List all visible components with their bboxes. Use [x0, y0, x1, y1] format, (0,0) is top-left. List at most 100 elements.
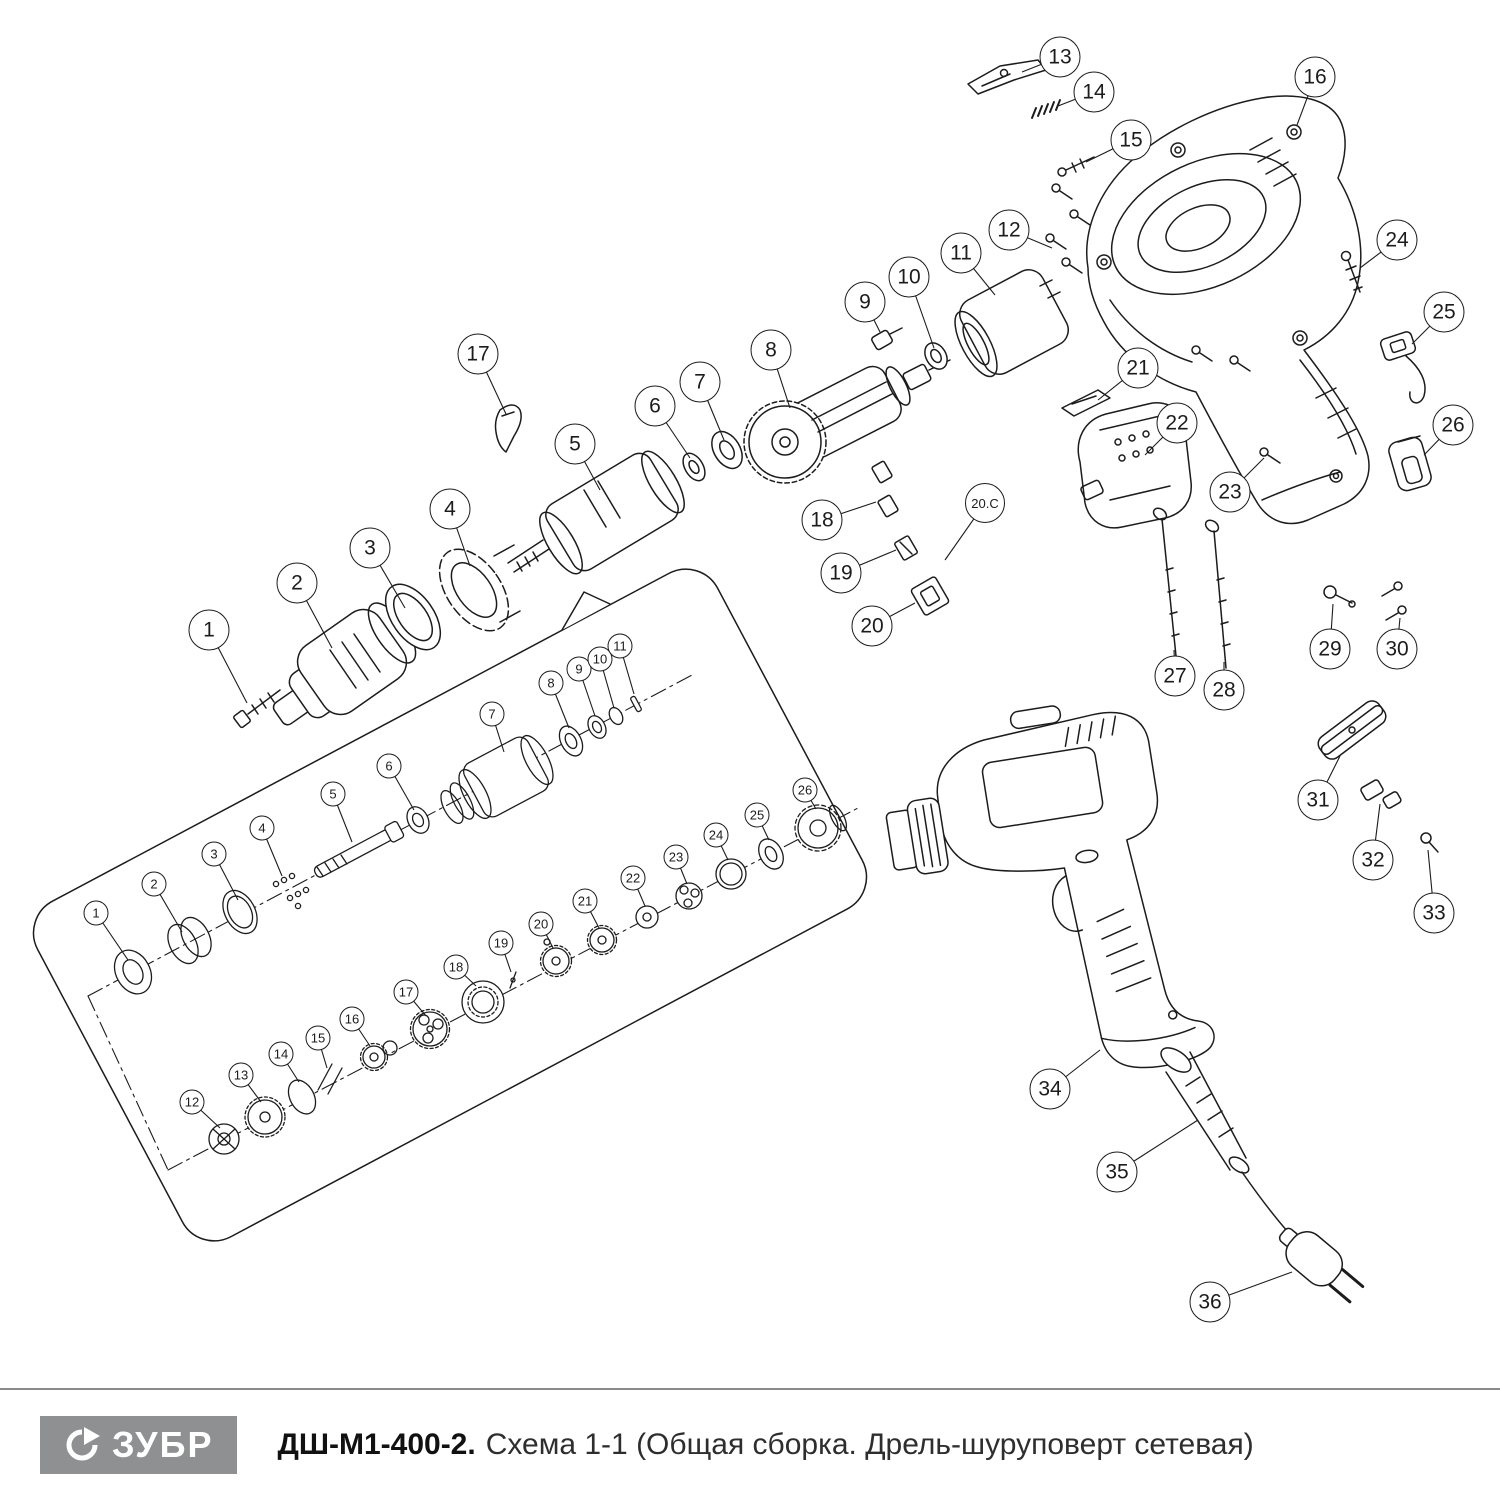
callout-24: 24: [703, 822, 729, 848]
callout-29: 29: [1309, 628, 1351, 670]
ring-3: [384, 583, 442, 651]
callout-20.C: 20.C: [965, 483, 1005, 523]
callout-34: 34: [1029, 1068, 1071, 1110]
callout-22: 22: [620, 865, 646, 891]
callout-9: 9: [844, 281, 886, 323]
callout-3: 3: [349, 527, 391, 569]
bit-holder-31: [1317, 700, 1387, 760]
callout-26: 26: [1432, 404, 1474, 446]
spring-14: [1031, 99, 1061, 119]
callout-23: 23: [1209, 471, 1251, 513]
callout-16: 16: [339, 1006, 365, 1032]
washer-6: [682, 452, 706, 482]
callout-22: 22: [1156, 402, 1198, 444]
bearing-10: [924, 342, 948, 370]
drill-side-view: [885, 705, 1215, 1069]
cord-clamp-26: [1388, 435, 1432, 492]
screw-33: [1420, 832, 1439, 853]
callout-10: 10: [587, 646, 613, 672]
callout-6: 6: [376, 753, 402, 779]
callout-13: 13: [1039, 36, 1081, 78]
callout-20: 20: [528, 911, 554, 937]
callout-21: 21: [572, 888, 598, 914]
callout-9: 9: [566, 656, 592, 682]
pinion-9: [871, 327, 903, 351]
cord-protector-35: [1160, 1047, 1250, 1174]
callout-10: 10: [888, 256, 930, 298]
title-caption: Схема 1-1 (Общая сборка. Дрель-шуруповер…: [485, 1428, 1254, 1461]
callout-13: 13: [228, 1062, 254, 1088]
callout-5: 5: [320, 781, 346, 807]
screw-15: [1057, 156, 1095, 177]
callout-36: 36: [1189, 1281, 1231, 1323]
cable-holder-25: [1379, 331, 1426, 404]
housing-screws: [1045, 183, 1281, 464]
callout-6: 6: [634, 385, 676, 427]
callout-12: 12: [179, 1089, 205, 1115]
callout-15: 15: [305, 1025, 331, 1051]
callout-23: 23: [663, 844, 689, 870]
callout-16: 16: [1294, 56, 1336, 98]
callout-8: 8: [538, 670, 564, 696]
callout-28: 28: [1203, 669, 1245, 711]
clutch-ring-4: [438, 544, 521, 632]
callout-14: 14: [1073, 71, 1115, 113]
diagram-title: ДШ-М1-400-2. Схема 1-1 (Общая сборка. Дре…: [277, 1428, 1253, 1462]
armature-8: [743, 359, 951, 484]
gearbox-5: [507, 450, 685, 575]
screw-1: [233, 689, 281, 729]
callout-8: 8: [750, 329, 792, 371]
callout-26: 26: [792, 777, 818, 803]
callout-3: 3: [201, 841, 227, 867]
brand-logo: ЗУБР: [40, 1416, 238, 1474]
brush-holder-20: [910, 576, 950, 616]
callout-31: 31: [1297, 779, 1339, 821]
callout-17: 17: [457, 333, 499, 375]
callout-15: 15: [1110, 119, 1152, 161]
screws-30: [1381, 581, 1407, 621]
callout-7: 7: [479, 701, 505, 727]
clip-17: [494, 404, 522, 453]
fr-slider-21: [1061, 389, 1111, 417]
callout-4: 4: [429, 488, 471, 530]
fastener-29: [1323, 585, 1356, 608]
callout-12: 12: [988, 209, 1030, 251]
callout-25: 25: [1423, 291, 1465, 333]
callout-11: 11: [940, 232, 982, 274]
inset-parts: [113, 695, 848, 1155]
model-code: ДШ-М1-400-2.: [277, 1428, 476, 1461]
callout-24: 24: [1376, 219, 1418, 261]
callout-1: 1: [83, 900, 109, 926]
callout-5: 5: [554, 423, 596, 465]
callout-32: 32: [1352, 839, 1394, 881]
brush-19: [894, 535, 918, 561]
callout-11: 11: [607, 633, 633, 659]
power-plug-36: [1241, 1171, 1365, 1304]
callout-18: 18: [443, 954, 469, 980]
brand-arrow-icon: [66, 1427, 100, 1461]
callout-1: 1: [188, 609, 230, 651]
callout-2: 2: [276, 562, 318, 604]
callout-2: 2: [141, 871, 167, 897]
screw-24: [1340, 250, 1363, 293]
brand-name: ЗУБР: [112, 1424, 214, 1465]
callout-7: 7: [679, 361, 721, 403]
callout-17: 17: [393, 979, 419, 1005]
callout-30: 30: [1376, 628, 1418, 670]
callout-20: 20: [851, 605, 893, 647]
callout-4: 4: [249, 815, 275, 841]
bearing-7: [711, 430, 743, 470]
footer: ЗУБР ДШ-М1-400-2. Схема 1-1 (Общая сборка…: [0, 1388, 1500, 1500]
callout-33: 33: [1413, 892, 1455, 934]
callout-19: 19: [488, 930, 514, 956]
callout-27: 27: [1154, 655, 1196, 697]
rear-housing-half: [1086, 95, 1370, 525]
brush-18: [871, 460, 899, 518]
callout-14: 14: [268, 1041, 294, 1067]
screw-27: [1152, 507, 1180, 657]
clip-32: [1360, 779, 1402, 809]
callout-21: 21: [1117, 347, 1159, 389]
stator-11: [954, 269, 1069, 378]
